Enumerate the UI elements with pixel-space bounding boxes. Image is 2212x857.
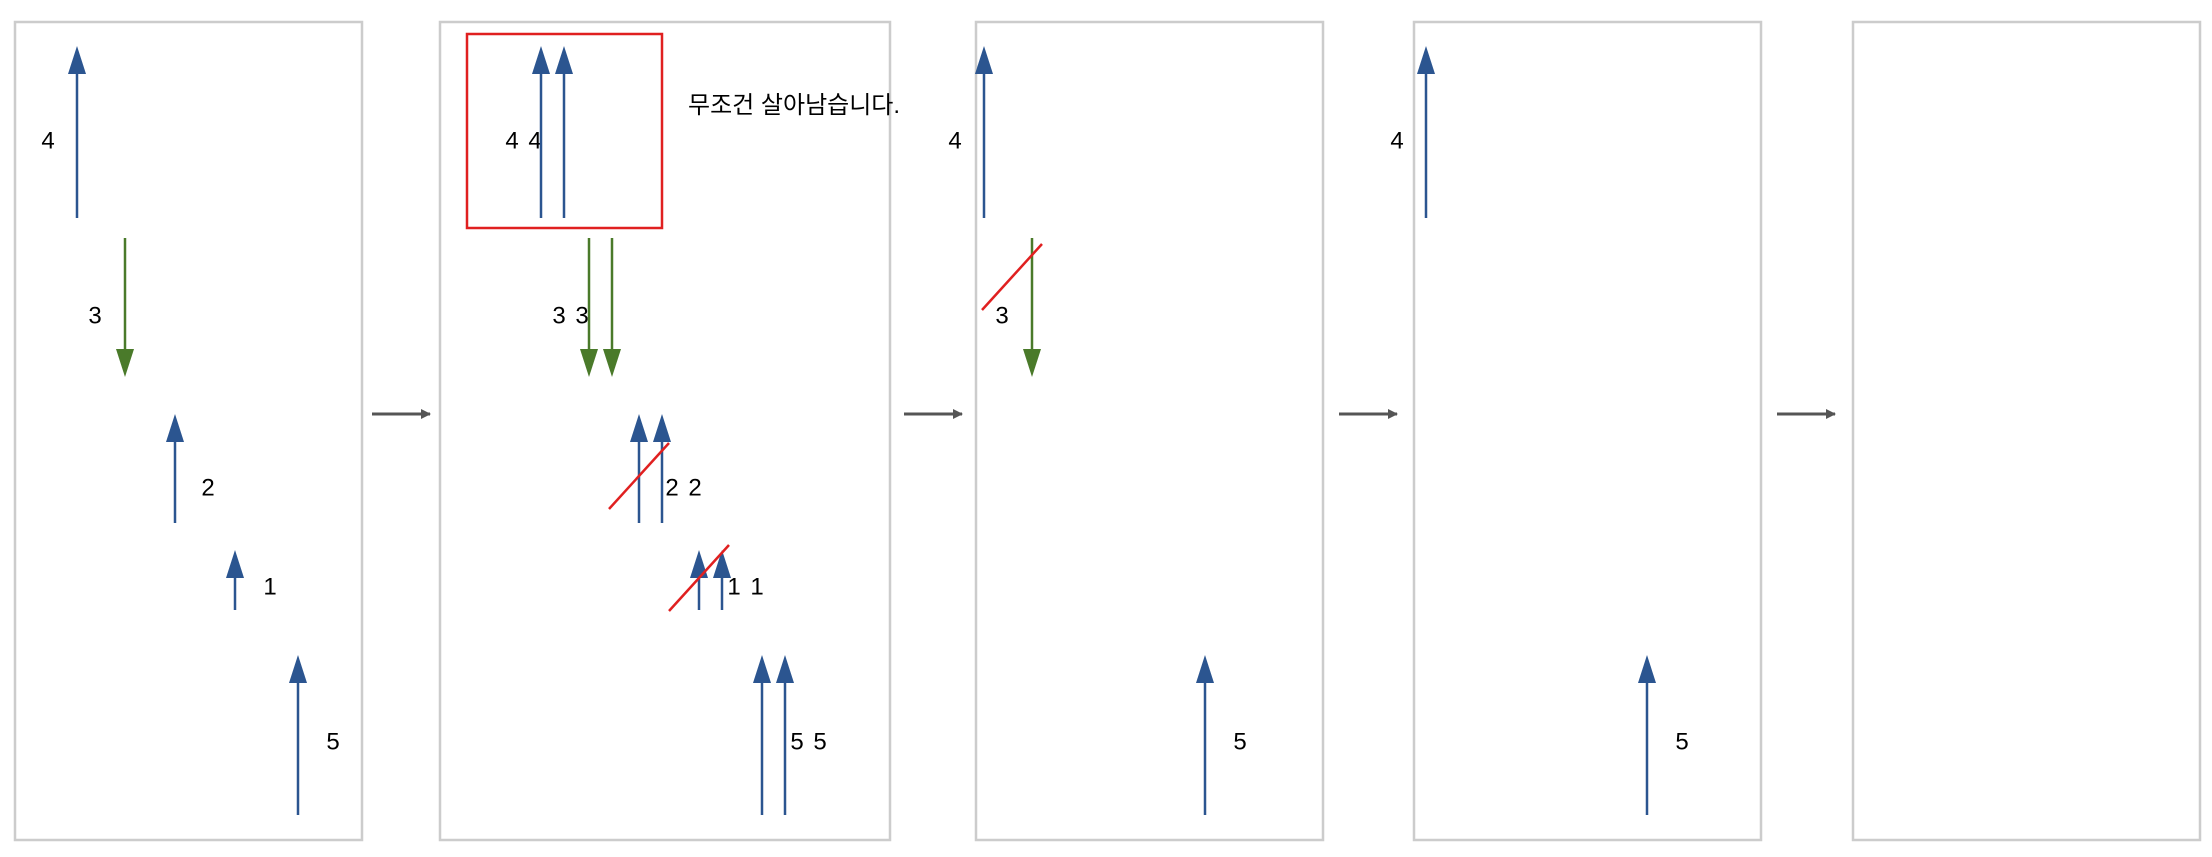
up-arrow-4: 4: [505, 46, 550, 218]
arrow-head: [630, 414, 648, 442]
arrow-head: [166, 414, 184, 442]
panel-frame: [974, 20, 1325, 842]
strike-mark: [608, 442, 670, 510]
arrow-label: 1: [750, 573, 763, 600]
down-arrow-3: 3: [552, 238, 598, 377]
down-arrow-3: 3: [88, 238, 134, 377]
down-arrow-3: 3: [575, 238, 621, 377]
strike-mark: [668, 544, 730, 612]
arrow-head: [226, 550, 244, 578]
arrow-head: [690, 550, 708, 578]
arrow-label: 3: [575, 302, 588, 329]
panel-1: 4 3 2 1 5: [13, 20, 364, 842]
arrow-head: [603, 349, 621, 377]
arrow-label: 5: [790, 728, 803, 755]
arrow-head: [68, 46, 86, 74]
panel-frame: [13, 20, 364, 842]
panel-frame: [1851, 20, 2202, 842]
arrow-label: 2: [665, 474, 678, 501]
up-arrow-5: 5: [1638, 655, 1689, 815]
arrow-label: 5: [1233, 728, 1246, 755]
arrow-head: [1196, 655, 1214, 683]
up-arrow-5: 5: [753, 655, 804, 815]
up-arrow-2: 2: [608, 414, 679, 523]
note-text: 무조건 살아남습니다.: [688, 92, 900, 119]
arrow-head: [753, 655, 771, 683]
arrow-label: 4: [528, 127, 541, 154]
arrow-head: [1023, 349, 1041, 377]
arrow-label: 1: [263, 573, 276, 600]
panel-3: 4 3 2 1 5: [505, 20, 1325, 842]
arrow-label: 3: [552, 302, 565, 329]
up-arrow-1: 1: [713, 550, 764, 610]
arrow-label: 2: [201, 474, 214, 501]
arrow-head: [713, 550, 731, 578]
up-arrow-4: 4: [41, 46, 86, 218]
arrow-head: [653, 414, 671, 442]
up-arrow-2: 2: [166, 414, 215, 523]
arrow-label: 4: [948, 127, 961, 154]
arrow-head: [555, 46, 573, 74]
arrow-label: 4: [1390, 127, 1403, 154]
arrow-label: 3: [88, 302, 101, 329]
up-arrow-5: 5: [289, 655, 340, 815]
panel-frame: [1412, 20, 1763, 842]
panel-2: 무조건 살아남습니다. 4 3 2 1 5: [438, 20, 900, 842]
panel-5: 45: [1390, 20, 2202, 842]
arrow-head: [975, 46, 993, 74]
up-arrow-4: 4: [1390, 46, 1435, 218]
arrow-head: [1417, 46, 1435, 74]
arrow-head: [776, 655, 794, 683]
arrow-head: [580, 349, 598, 377]
arrow-label: 1: [727, 573, 740, 600]
arrow-label: 3: [995, 302, 1008, 329]
arrow-label: 2: [688, 474, 701, 501]
up-arrow-5: 5: [776, 655, 827, 815]
down-arrow-3: 3: [981, 238, 1043, 377]
highlight-box: [465, 32, 664, 230]
arrow-label: 5: [813, 728, 826, 755]
up-arrow-1: 1: [668, 544, 741, 612]
up-arrow-1: 1: [226, 550, 277, 610]
arrow-label: 4: [505, 127, 518, 154]
arrow-label: 4: [41, 127, 54, 154]
strike-mark: [981, 243, 1043, 311]
arrow-head: [116, 349, 134, 377]
arrow-head: [532, 46, 550, 74]
arrow-label: 5: [326, 728, 339, 755]
up-arrow-4: 4: [948, 46, 993, 218]
arrow-head: [1638, 655, 1656, 683]
arrow-head: [289, 655, 307, 683]
panel-4: 4 3 5: [948, 20, 1763, 842]
up-arrow-2: 2: [653, 414, 702, 523]
up-arrow-5: 5: [1196, 655, 1247, 815]
up-arrow-4: 4: [528, 46, 573, 218]
arrow-label: 5: [1675, 728, 1688, 755]
